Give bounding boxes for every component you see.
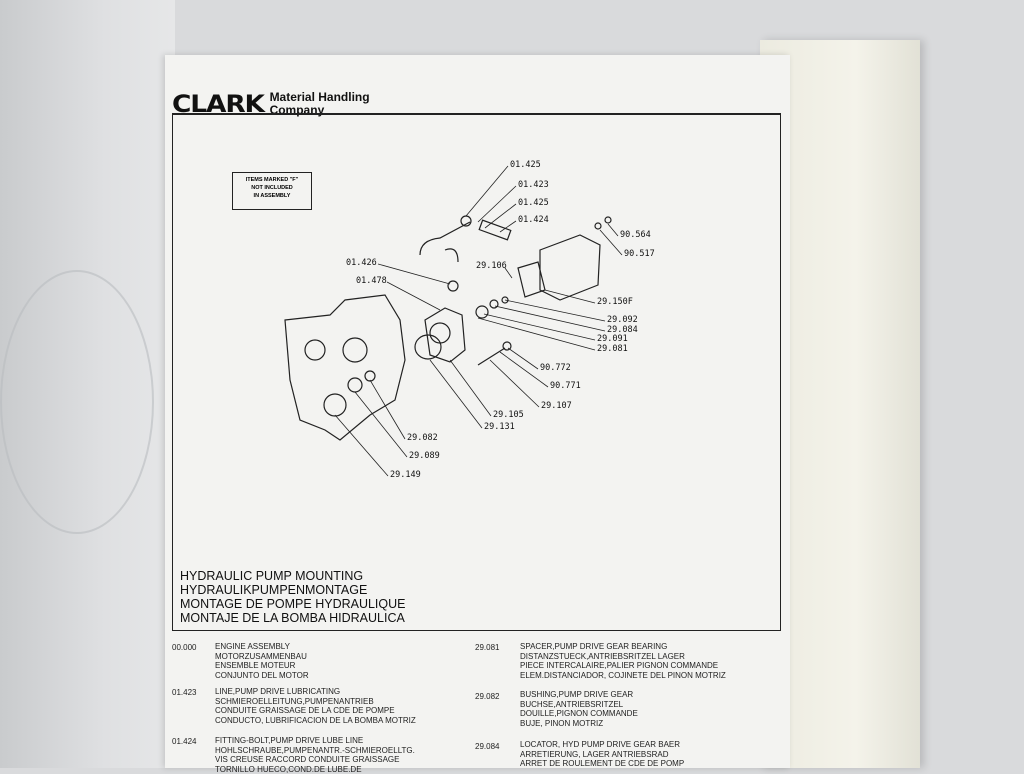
callout-29-106: 29.106 [476, 261, 507, 271]
callout-90-772: 90.772 [540, 363, 571, 373]
bushing [364, 370, 376, 382]
callout-29-081: 29.081 [597, 344, 628, 354]
title-es: MONTAJE DE LA BOMBA HIDRAULICA [180, 611, 405, 625]
hydraulic-pump [539, 234, 601, 301]
pump-housing [424, 307, 466, 363]
cover-hole [342, 337, 368, 363]
bearing [347, 377, 363, 393]
callout-29-131: 29.131 [484, 422, 515, 432]
o-ring [414, 334, 442, 360]
note-line: ITEMS MARKED "F" [245, 177, 299, 183]
nut-90-564 [604, 216, 612, 224]
callout-01-425b: 01.425 [518, 198, 549, 208]
stud-nut [502, 341, 512, 351]
housing-bore [429, 322, 451, 344]
callout-01-424: 01.424 [518, 215, 549, 225]
lube-line [419, 221, 471, 256]
title-en: HYDRAULIC PUMP MOUNTING [180, 569, 364, 583]
callout-29-089: 29.089 [409, 451, 440, 461]
callout-29-150f: 29.150F [597, 297, 633, 307]
fitting [447, 280, 459, 292]
note-line: NOT INCLUDED [251, 185, 293, 191]
callout-29-107: 29.107 [541, 401, 572, 411]
drive-gear [323, 393, 347, 417]
callout-01-478: 01.478 [356, 276, 387, 286]
callout-90-517: 90.517 [624, 249, 655, 259]
items-note: ITEMS MARKED "F" NOT INCLUDED IN ASSEMBL… [232, 172, 312, 210]
part-number: 01.424 [172, 737, 197, 746]
nut [501, 296, 509, 304]
part-number: 01.423 [172, 688, 197, 697]
gasket [517, 261, 546, 298]
cover-hole [304, 339, 326, 361]
callout-90-564: 90.564 [620, 230, 651, 240]
figure-title: HYDRAULIC PUMP MOUNTING HYDRAULIKPUMPENM… [180, 569, 406, 625]
gear-cover [284, 294, 406, 441]
part-number: 29.084 [475, 742, 500, 751]
fitting-bolt [478, 219, 512, 241]
facing-page [0, 0, 175, 768]
locator [489, 299, 499, 309]
part-number: 29.081 [475, 643, 500, 652]
callout-29-092: 29.092 [607, 315, 638, 325]
diagram-frame [172, 113, 781, 631]
callout-29-082: 29.082 [407, 433, 438, 443]
callout-29-149: 29.149 [390, 470, 421, 480]
part-number: 29.082 [475, 692, 500, 701]
washer-90-517 [594, 222, 602, 230]
spacer [475, 305, 489, 319]
callout-29-105: 29.105 [493, 410, 524, 420]
callout-01-425: 01.425 [510, 160, 541, 170]
callout-01-426: 01.426 [346, 258, 377, 268]
callout-90-771: 90.771 [550, 381, 581, 391]
callout-29-084: 29.084 [607, 325, 638, 335]
callout-01-423: 01.423 [518, 180, 549, 190]
company-line1: Material Handling [269, 90, 370, 104]
leader-lines [334, 165, 623, 477]
ghost-drawing [0, 270, 154, 534]
manual-page [165, 55, 790, 768]
lube-line-bend [444, 248, 459, 263]
title-fr: MONTAGE DE POMPE HYDRAULIQUE [180, 597, 406, 611]
note-line: IN ASSEMBLY [253, 193, 291, 199]
stud [477, 347, 506, 366]
part-number: 00.000 [172, 643, 197, 652]
callout-29-091: 29.091 [597, 334, 628, 344]
title-de: HYDRAULIKPUMPENMONTAGE [180, 583, 368, 597]
